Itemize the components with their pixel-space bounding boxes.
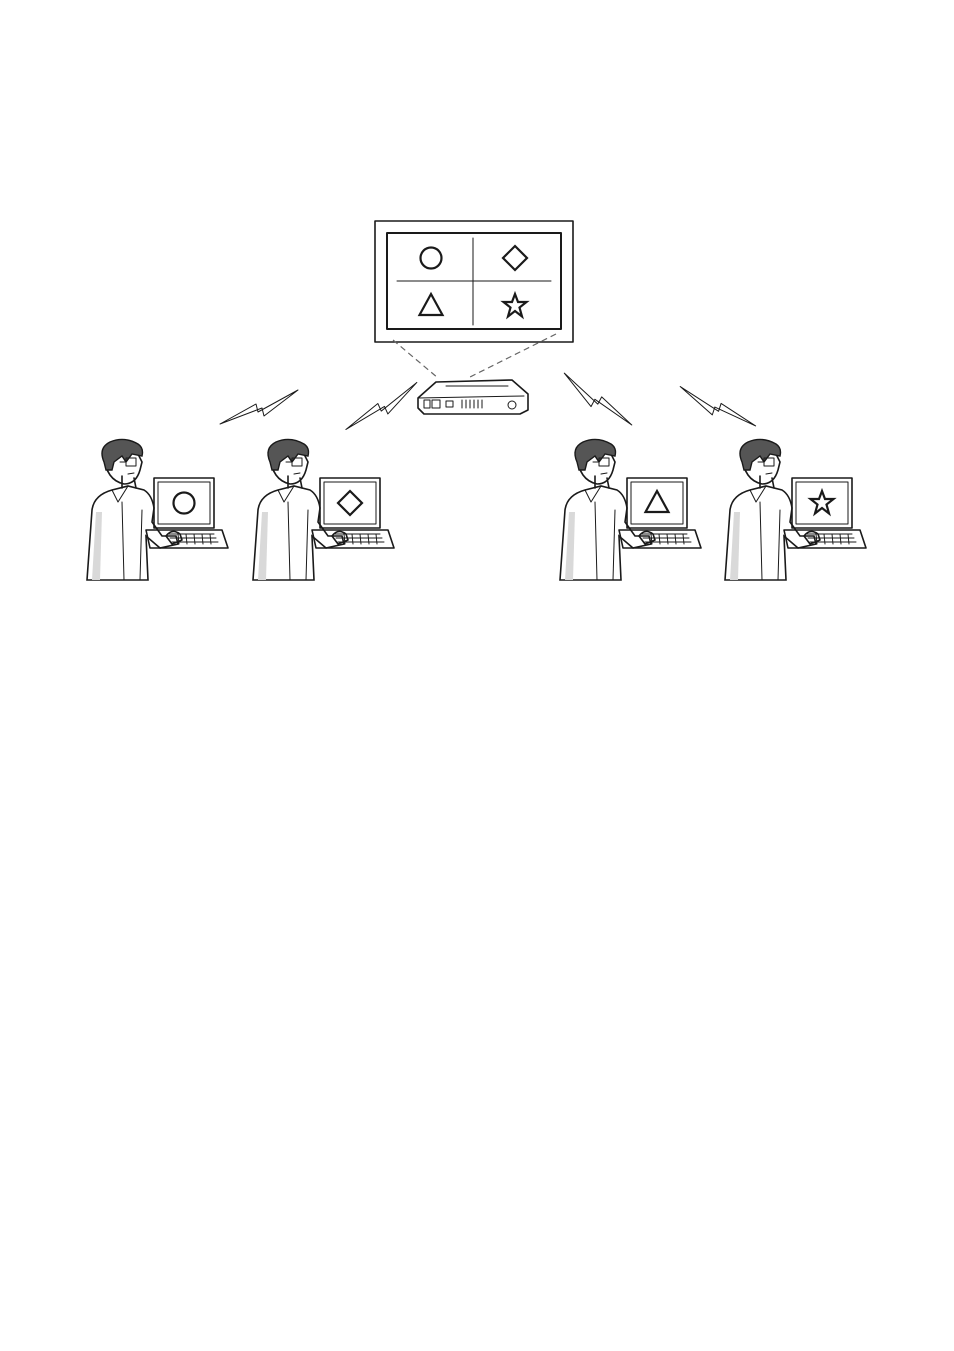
projection-screen [374,220,574,343]
screen-panel-star [502,292,528,318]
user-with-laptop-2 [252,438,395,581]
wireless-signal-icon-3 [555,372,641,426]
wireless-signal-icon-1 [219,389,299,425]
user-with-laptop-4 [724,438,867,581]
projection-beam [392,333,557,379]
laptop-screen-triangle [644,489,670,514]
screen-panel-diamond [501,244,529,272]
user-with-laptop-1 [86,438,229,581]
screen-panel-triangle [418,292,444,317]
user-with-laptop-3 [559,438,702,581]
screen-panel-circle [419,246,443,270]
laptop-screen-circle [172,491,196,515]
laptop-screen-diamond [336,489,364,517]
projector-icon [417,379,529,415]
laptop-screen-star [809,489,835,515]
wireless-signal-icon-2 [339,381,424,430]
wireless-signal-icon-4 [677,386,759,427]
